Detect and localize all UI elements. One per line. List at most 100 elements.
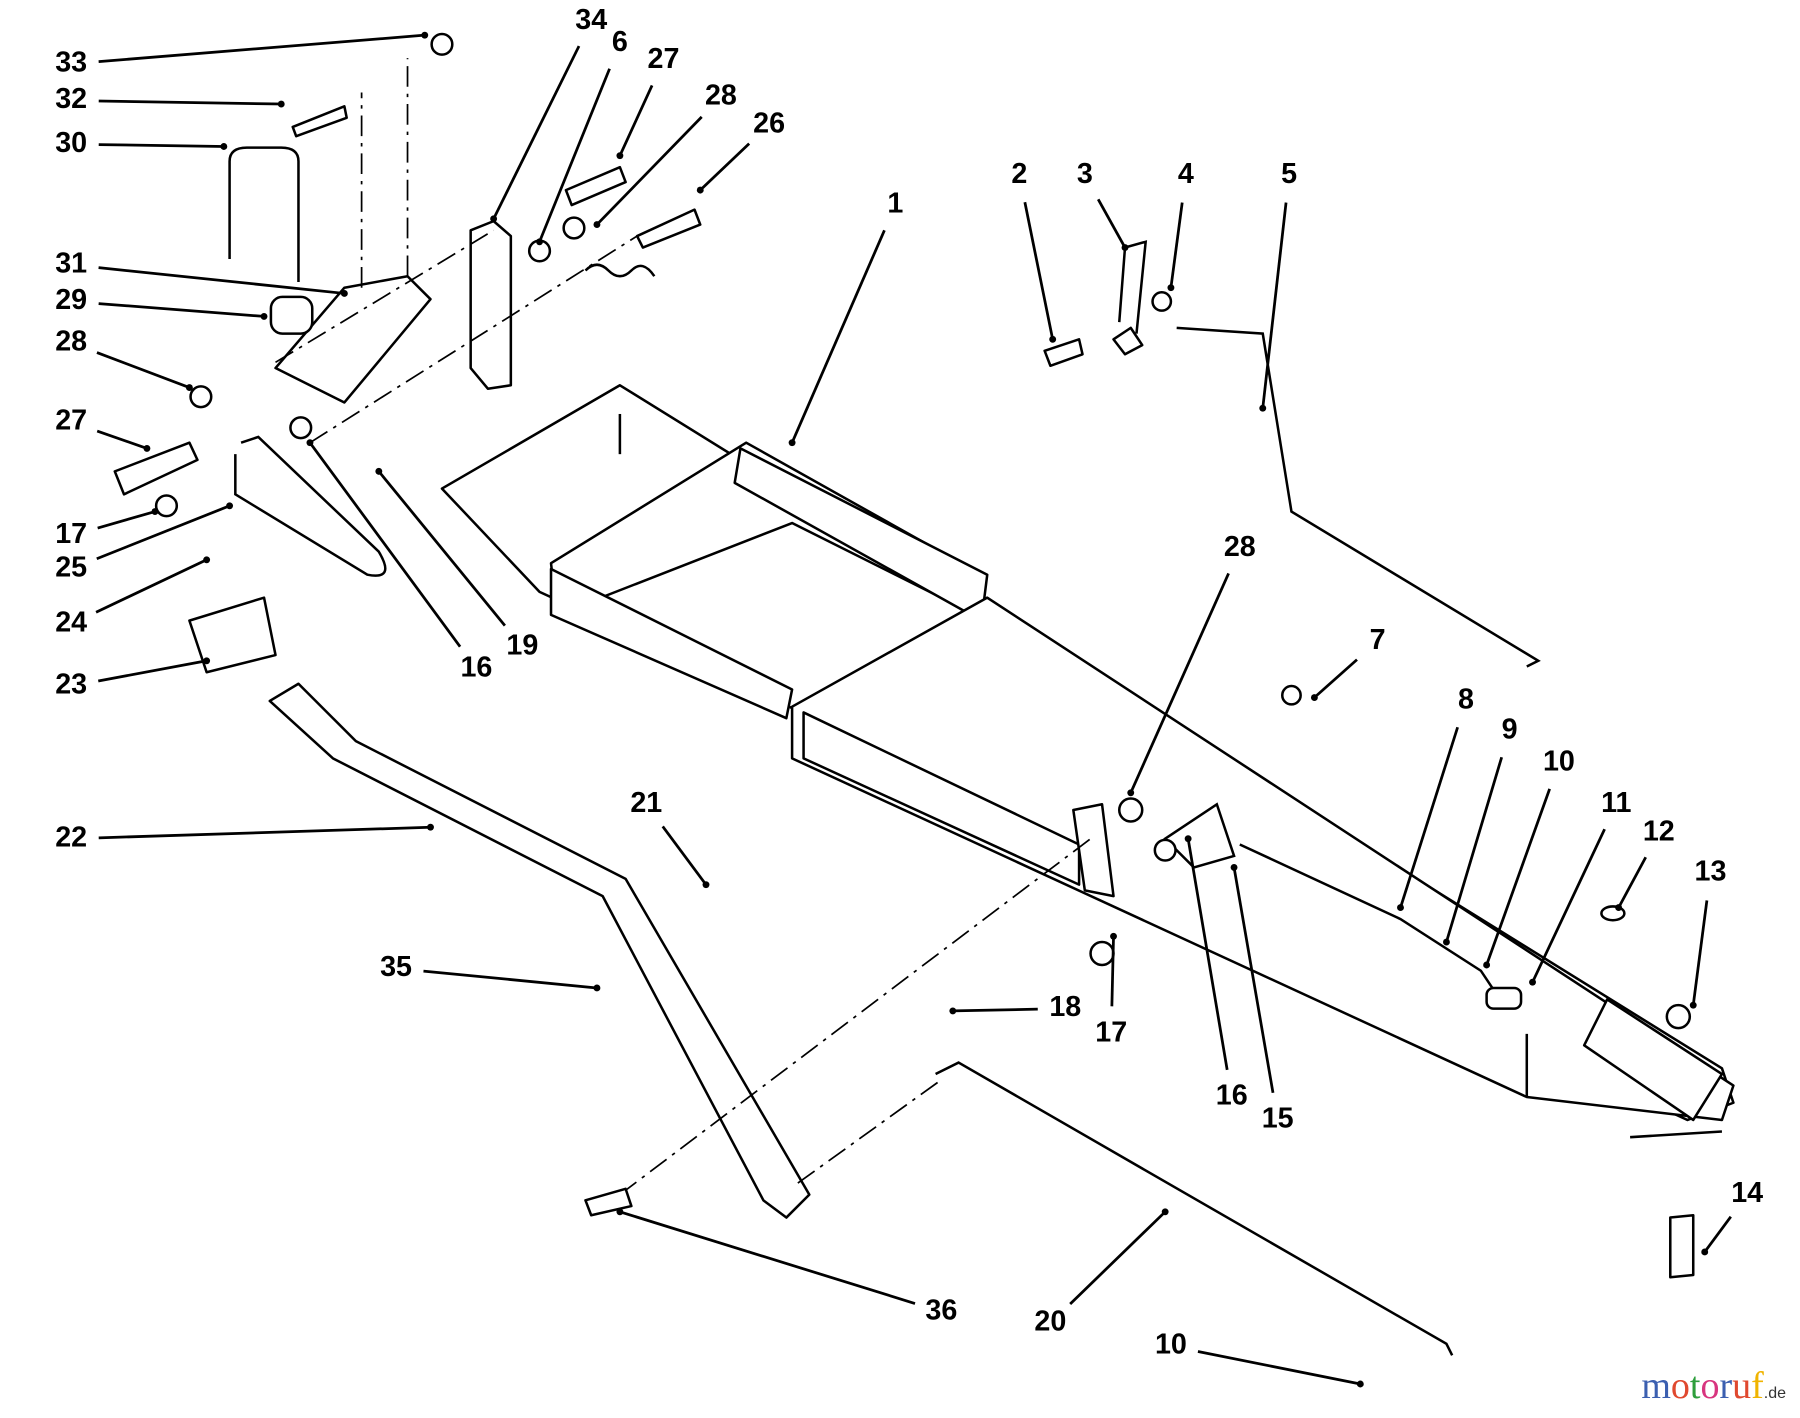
callout-leader-33 [98, 33, 425, 63]
callout-arrow-tip [226, 502, 234, 510]
callout-arrow-tip [1230, 863, 1238, 871]
callout-arrow-tip [421, 31, 429, 39]
callout-arrow-tip [306, 439, 314, 447]
callout-leader-23 [98, 659, 207, 683]
callout-leader-10 [1197, 1350, 1361, 1386]
callout-leader-3 [1096, 198, 1127, 249]
callout-leader-32 [98, 99, 282, 106]
callout-arrow-tip [1184, 835, 1192, 843]
callout-leader-29 [98, 302, 265, 318]
callout-label-15: 15 [1262, 1103, 1294, 1135]
callout-arrow-tip [616, 1208, 624, 1216]
callout-label-31: 31 [55, 247, 87, 279]
callout-arrow-tip [151, 508, 159, 515]
callout-label-28: 28 [55, 325, 87, 357]
callout-label-33: 33 [55, 46, 87, 78]
callout-arrow-tip [1442, 938, 1450, 946]
callout-leader-1 [790, 229, 886, 444]
callout-leader-13 [1691, 900, 1709, 1006]
callout-label-26: 26 [753, 107, 785, 139]
callout-arrow-tip [1259, 404, 1267, 412]
callout-label-6: 6 [612, 26, 628, 58]
callout-arrow-tip [1110, 932, 1117, 940]
callout-leader-15 [1232, 867, 1275, 1094]
callout-label-30: 30 [55, 127, 87, 159]
callout-leader-10 [1485, 788, 1551, 966]
callout-label-35: 35 [380, 951, 412, 983]
callout-label-14: 14 [1731, 1177, 1763, 1209]
callout-leader-17 [97, 510, 156, 530]
callout-label-27: 27 [648, 43, 680, 75]
callout-arrow-tip [1167, 284, 1175, 292]
callout-label-22: 22 [55, 821, 87, 853]
callout-label-27: 27 [55, 405, 87, 437]
callout-label-4: 4 [1178, 158, 1194, 190]
callout-label-3: 3 [1077, 158, 1093, 190]
callout-arrow-tip [1483, 961, 1491, 969]
callout-label-18: 18 [1049, 991, 1081, 1023]
callout-label-28: 28 [1224, 531, 1256, 563]
callout-label-28: 28 [705, 80, 737, 112]
callout-leader-18 [952, 1007, 1038, 1013]
callout-leader-14 [1703, 1215, 1732, 1253]
callout-leader-30 [98, 143, 224, 148]
callout-leader-27 [96, 429, 148, 450]
callout-label-7: 7 [1370, 624, 1386, 656]
callout-arrow-tip [1049, 335, 1057, 343]
main-frame [440, 384, 1735, 1139]
watermark-logo: motoruf.de [1641, 1365, 1786, 1407]
callout-label-34: 34 [575, 4, 607, 36]
callout-label-16: 16 [460, 651, 492, 683]
callout-label-21: 21 [630, 787, 662, 819]
callout-label-9: 9 [1502, 713, 1518, 745]
callout-label-11: 11 [1601, 787, 1631, 819]
callout-leader-31 [98, 266, 345, 295]
callout-arrow-tip [1397, 904, 1404, 912]
callout-leader-11 [1531, 828, 1606, 983]
callout-label-17: 17 [1095, 1016, 1127, 1048]
callout-leader-7 [1313, 658, 1358, 699]
callout-arrow-tip [702, 881, 710, 889]
callout-leader-24 [95, 558, 208, 614]
callout-arrow-tip [593, 984, 601, 992]
callout-label-29: 29 [55, 284, 87, 316]
parts-drawing [113, 32, 1735, 1356]
callout-arrow-tip [220, 143, 228, 150]
callout-label-5: 5 [1281, 158, 1297, 190]
callout-arrow-tip [1689, 1001, 1697, 1009]
callout-leader-36 [619, 1210, 916, 1305]
callout-arrow-tip [340, 289, 348, 297]
handle [188, 596, 1236, 1219]
callout-arrow-tip [277, 100, 285, 108]
callout-arrow-tip [1529, 978, 1536, 986]
callout-label-36: 36 [925, 1294, 957, 1326]
callout-arrow-tip [1701, 1248, 1709, 1256]
callout-leader-17 [1110, 936, 1115, 1007]
callout-arrow-tip [696, 186, 704, 194]
callout-leader-16 [1186, 838, 1229, 1071]
callout-leader-9 [1445, 756, 1503, 943]
callout-arrow-tip [616, 152, 624, 160]
callout-arrow-tip [1356, 1380, 1364, 1388]
callout-label-19: 19 [506, 630, 538, 662]
callout-label-17: 17 [55, 518, 87, 550]
callout-leader-5 [1261, 202, 1288, 409]
callout-leader-21 [661, 825, 708, 886]
callout-label-2: 2 [1011, 158, 1027, 190]
bracket-assembly [113, 32, 702, 577]
callout-leader-4 [1169, 202, 1184, 288]
callout-leader-16 [308, 441, 462, 648]
callout-label-23: 23 [55, 669, 87, 701]
callout-arrow-tip [203, 657, 211, 665]
callout-arrow-tip [260, 312, 268, 320]
callout-arrow-tip [1161, 1208, 1169, 1216]
callout-leader-26 [699, 142, 751, 192]
callout-leader-28 [96, 351, 190, 389]
callout-label-16: 16 [1216, 1080, 1248, 1112]
callout-arrow-tip [788, 439, 796, 447]
callout-label-1: 1 [887, 188, 903, 220]
callout-arrow-tip [375, 467, 383, 475]
callout-leader-34 [492, 45, 581, 220]
callout-leader-25 [96, 504, 231, 561]
